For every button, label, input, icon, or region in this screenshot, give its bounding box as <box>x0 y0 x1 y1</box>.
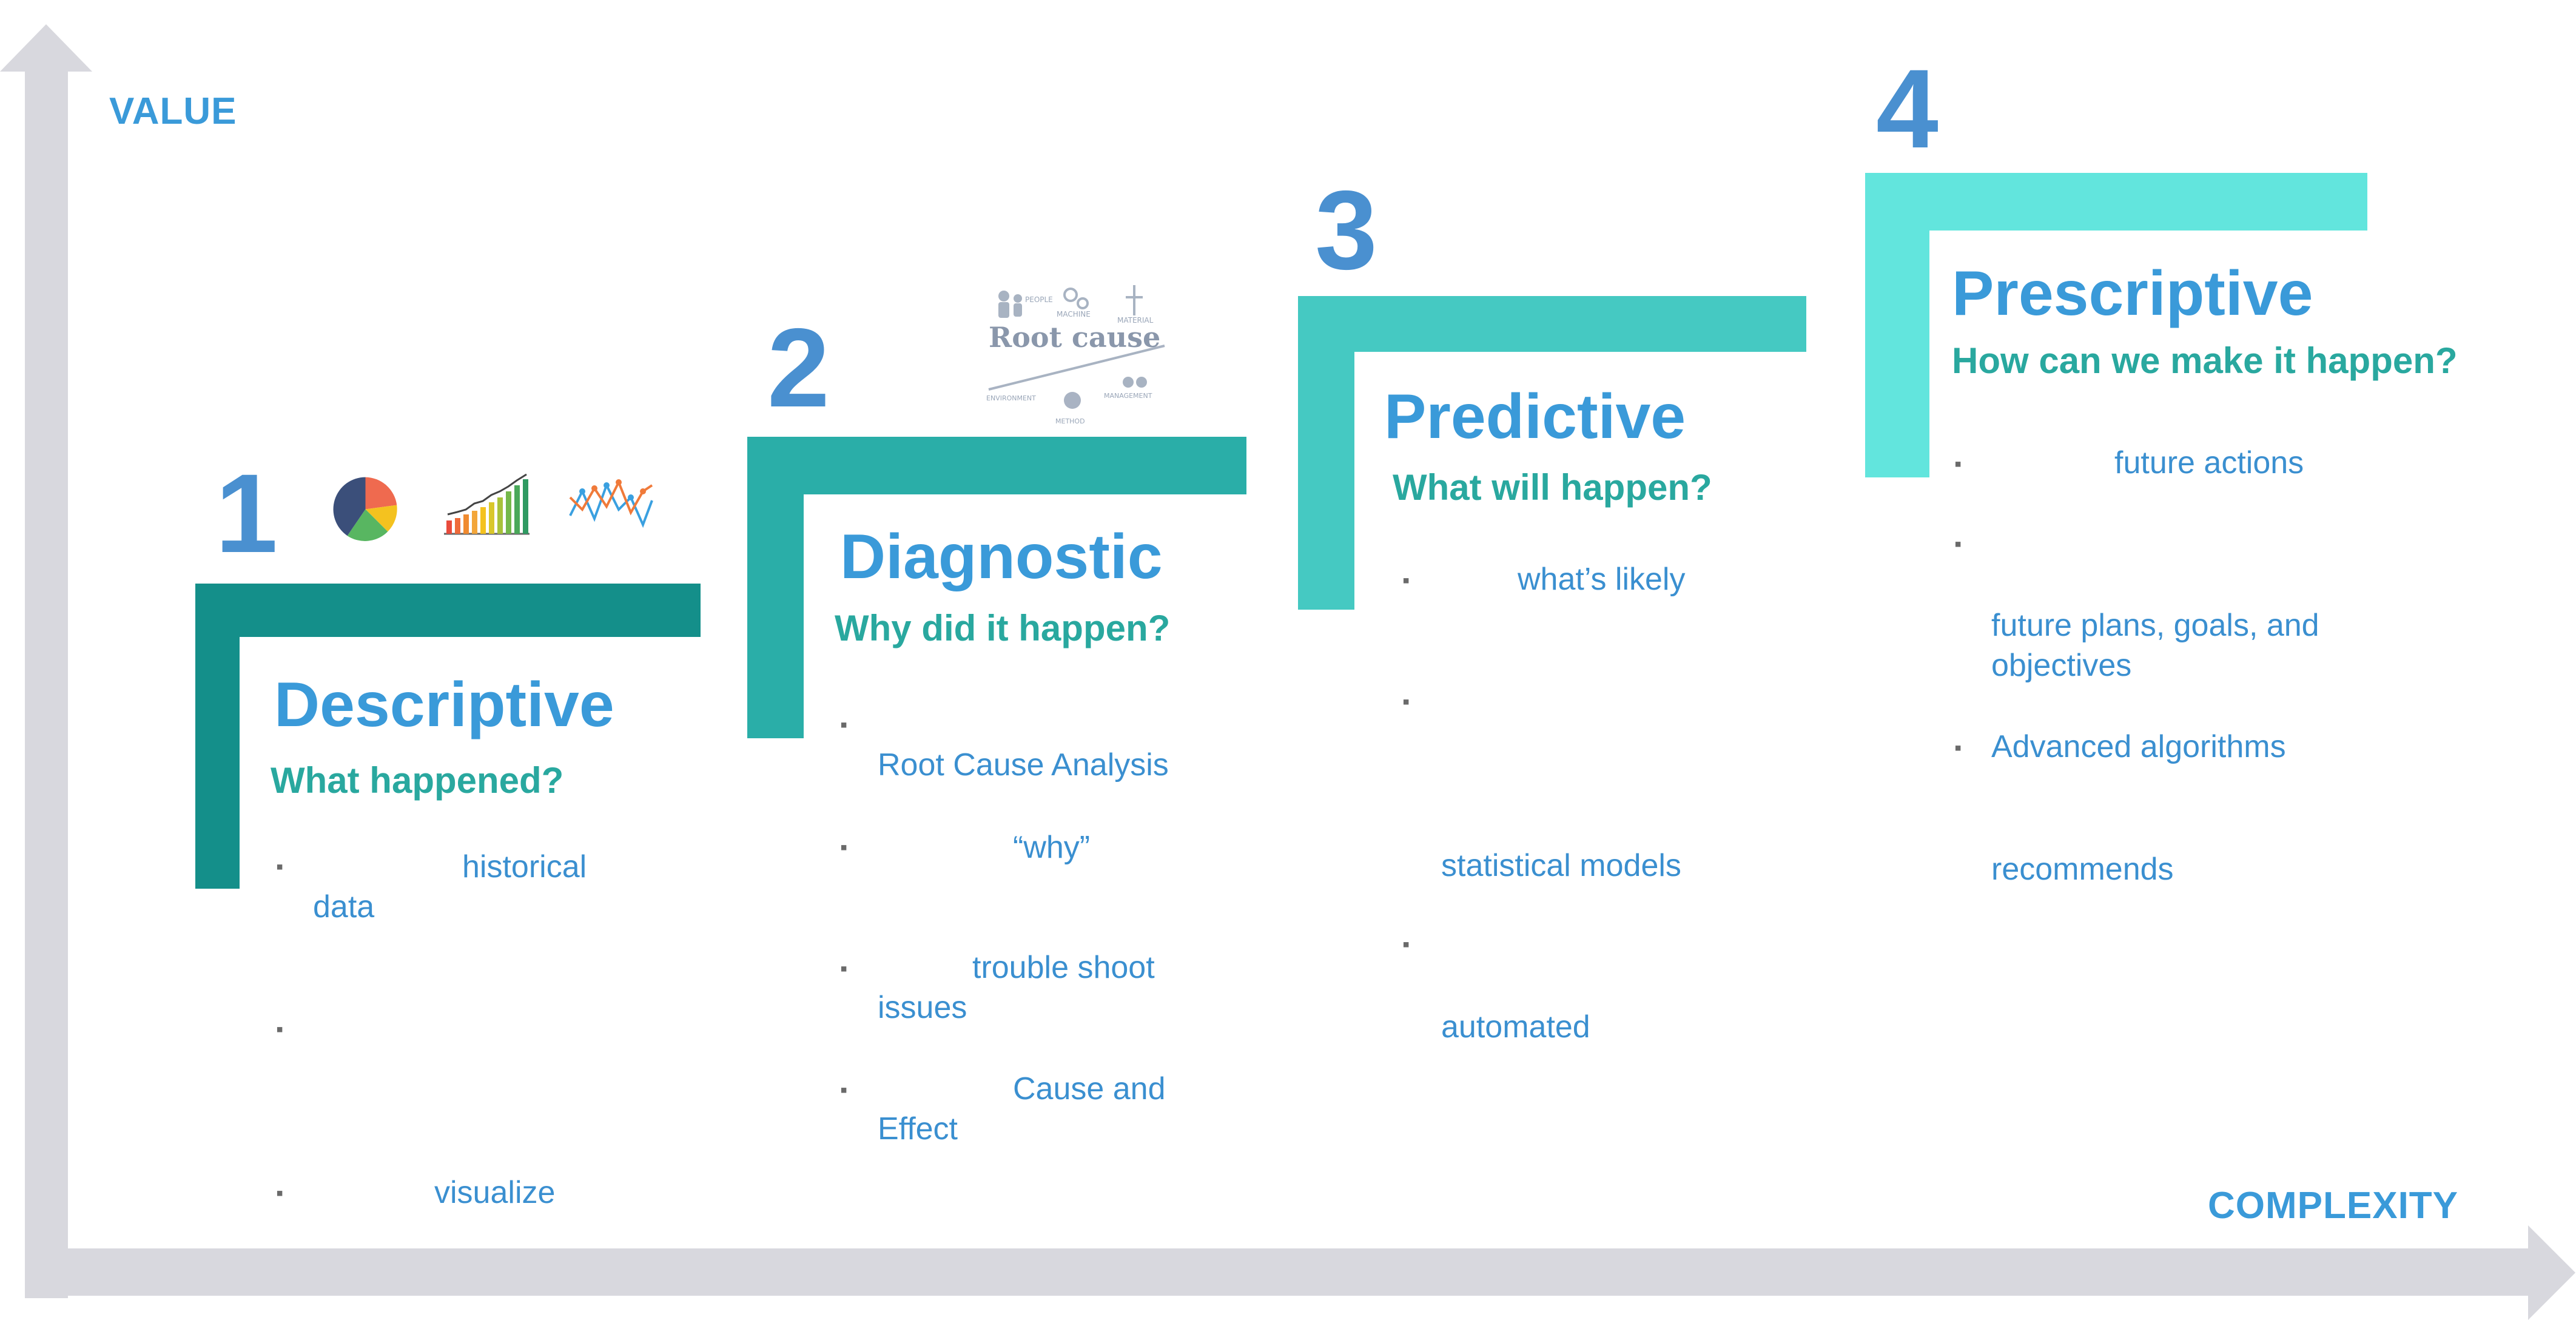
complexity-axis-label: COMPLEXITY <box>2208 1185 2459 1227</box>
step-4-bracket-top <box>1865 173 2367 231</box>
step-3-item-statistical-models: statistical models <box>1441 848 1681 883</box>
pie-chart-icon <box>333 477 397 541</box>
step-4-bracket-side <box>1865 173 1929 477</box>
step-3-subtitle: What will happen? <box>1393 467 1712 508</box>
step-1-subtitle: What happened? <box>271 760 564 801</box>
step-2-item-issues: issues <box>878 990 967 1025</box>
bullet-marker: ▪ <box>1954 533 1962 556</box>
material-label: MATERIAL <box>1117 316 1154 325</box>
step-2-bracket-side <box>747 437 804 738</box>
step-4-item-future-plans: future plans, goals, and <box>1991 608 2319 643</box>
complexity-axis <box>25 1248 2530 1296</box>
step-4-item-advanced-algorithms: Advanced algorithms <box>1991 729 2286 764</box>
step-1-bracket-top <box>195 584 701 637</box>
root-cause-analysis-image: PEOPLE MACHINE MATERIAL Root cause analy… <box>986 285 1171 425</box>
complexity-axis-arrowhead <box>2528 1225 2575 1320</box>
step-2-item-why: “why” <box>1013 830 1091 865</box>
step-4-subtitle: How can we make it happen? <box>1952 340 2458 381</box>
step-3-title: Predictive <box>1384 382 1686 452</box>
management-label: MANAGEMENT <box>1104 392 1152 400</box>
step-1-item-historical: historical <box>462 849 587 884</box>
people-label: PEOPLE <box>1025 295 1053 304</box>
step-3-item-automated: automated <box>1441 1009 1590 1045</box>
step-2-bracket-top <box>747 437 1246 494</box>
bullet-marker: ▪ <box>276 1018 284 1041</box>
step-3-bracket-side <box>1298 296 1354 610</box>
step-4-number: 4 <box>1876 47 1939 172</box>
line-chart-icon <box>569 479 653 528</box>
step-3-item-whats-likely: what’s likely <box>1518 562 1686 597</box>
step-1-title: Descriptive <box>274 670 614 740</box>
bullet-marker: ▪ <box>840 1079 848 1102</box>
bullet-marker: ▪ <box>276 855 284 878</box>
step-1-number: 1 <box>215 451 278 576</box>
bullet-marker: ▪ <box>1954 453 1962 476</box>
step-2-subtitle: Why did it happen? <box>835 608 1171 648</box>
bullet-marker: ▪ <box>1402 690 1410 713</box>
step-3-bracket-top <box>1298 296 1806 352</box>
value-axis-label: VALUE <box>109 90 237 132</box>
machine-label: MACHINE <box>1057 310 1091 318</box>
bullet-marker: ▪ <box>276 1182 284 1205</box>
bullet-marker: ▪ <box>840 713 848 736</box>
step-4-title: Prescriptive <box>1952 258 2313 329</box>
bullet-marker: ▪ <box>840 957 848 980</box>
bullet-marker: ▪ <box>840 836 848 859</box>
step-2-title: Diagnostic <box>840 522 1163 592</box>
root-cause-caption: Root cause analysis <box>989 321 1171 354</box>
step-2-item-effect: Effect <box>878 1111 958 1147</box>
bullet-marker: ▪ <box>1402 933 1410 956</box>
environment-label: ENVIRONMENT <box>986 394 1036 402</box>
bullet-marker: ▪ <box>1402 569 1410 592</box>
step-1-item-visualize: visualize <box>434 1175 556 1210</box>
bar-chart-icon <box>444 473 530 535</box>
step-2-item-trouble-shoot: trouble shoot <box>972 950 1155 985</box>
step-4-item-objectives: objectives <box>1991 648 2132 683</box>
step-2-item-cause-and: Cause and <box>1013 1071 1166 1106</box>
step-1-item-data: data <box>313 889 375 924</box>
value-axis-arrowhead <box>0 24 92 72</box>
step-3-number: 3 <box>1315 168 1377 293</box>
value-axis <box>25 67 68 1298</box>
method-label: METHOD <box>1055 417 1085 425</box>
step-4-item-future-actions: future actions <box>2114 445 2304 480</box>
step-1-bracket-side <box>195 584 240 889</box>
bullet-marker: ▪ <box>1954 736 1962 759</box>
step-4-item-recommends: recommends <box>1991 852 2174 887</box>
step-2-item-root-cause-analysis: Root Cause Analysis <box>878 747 1169 783</box>
step-2-number: 2 <box>767 306 830 431</box>
